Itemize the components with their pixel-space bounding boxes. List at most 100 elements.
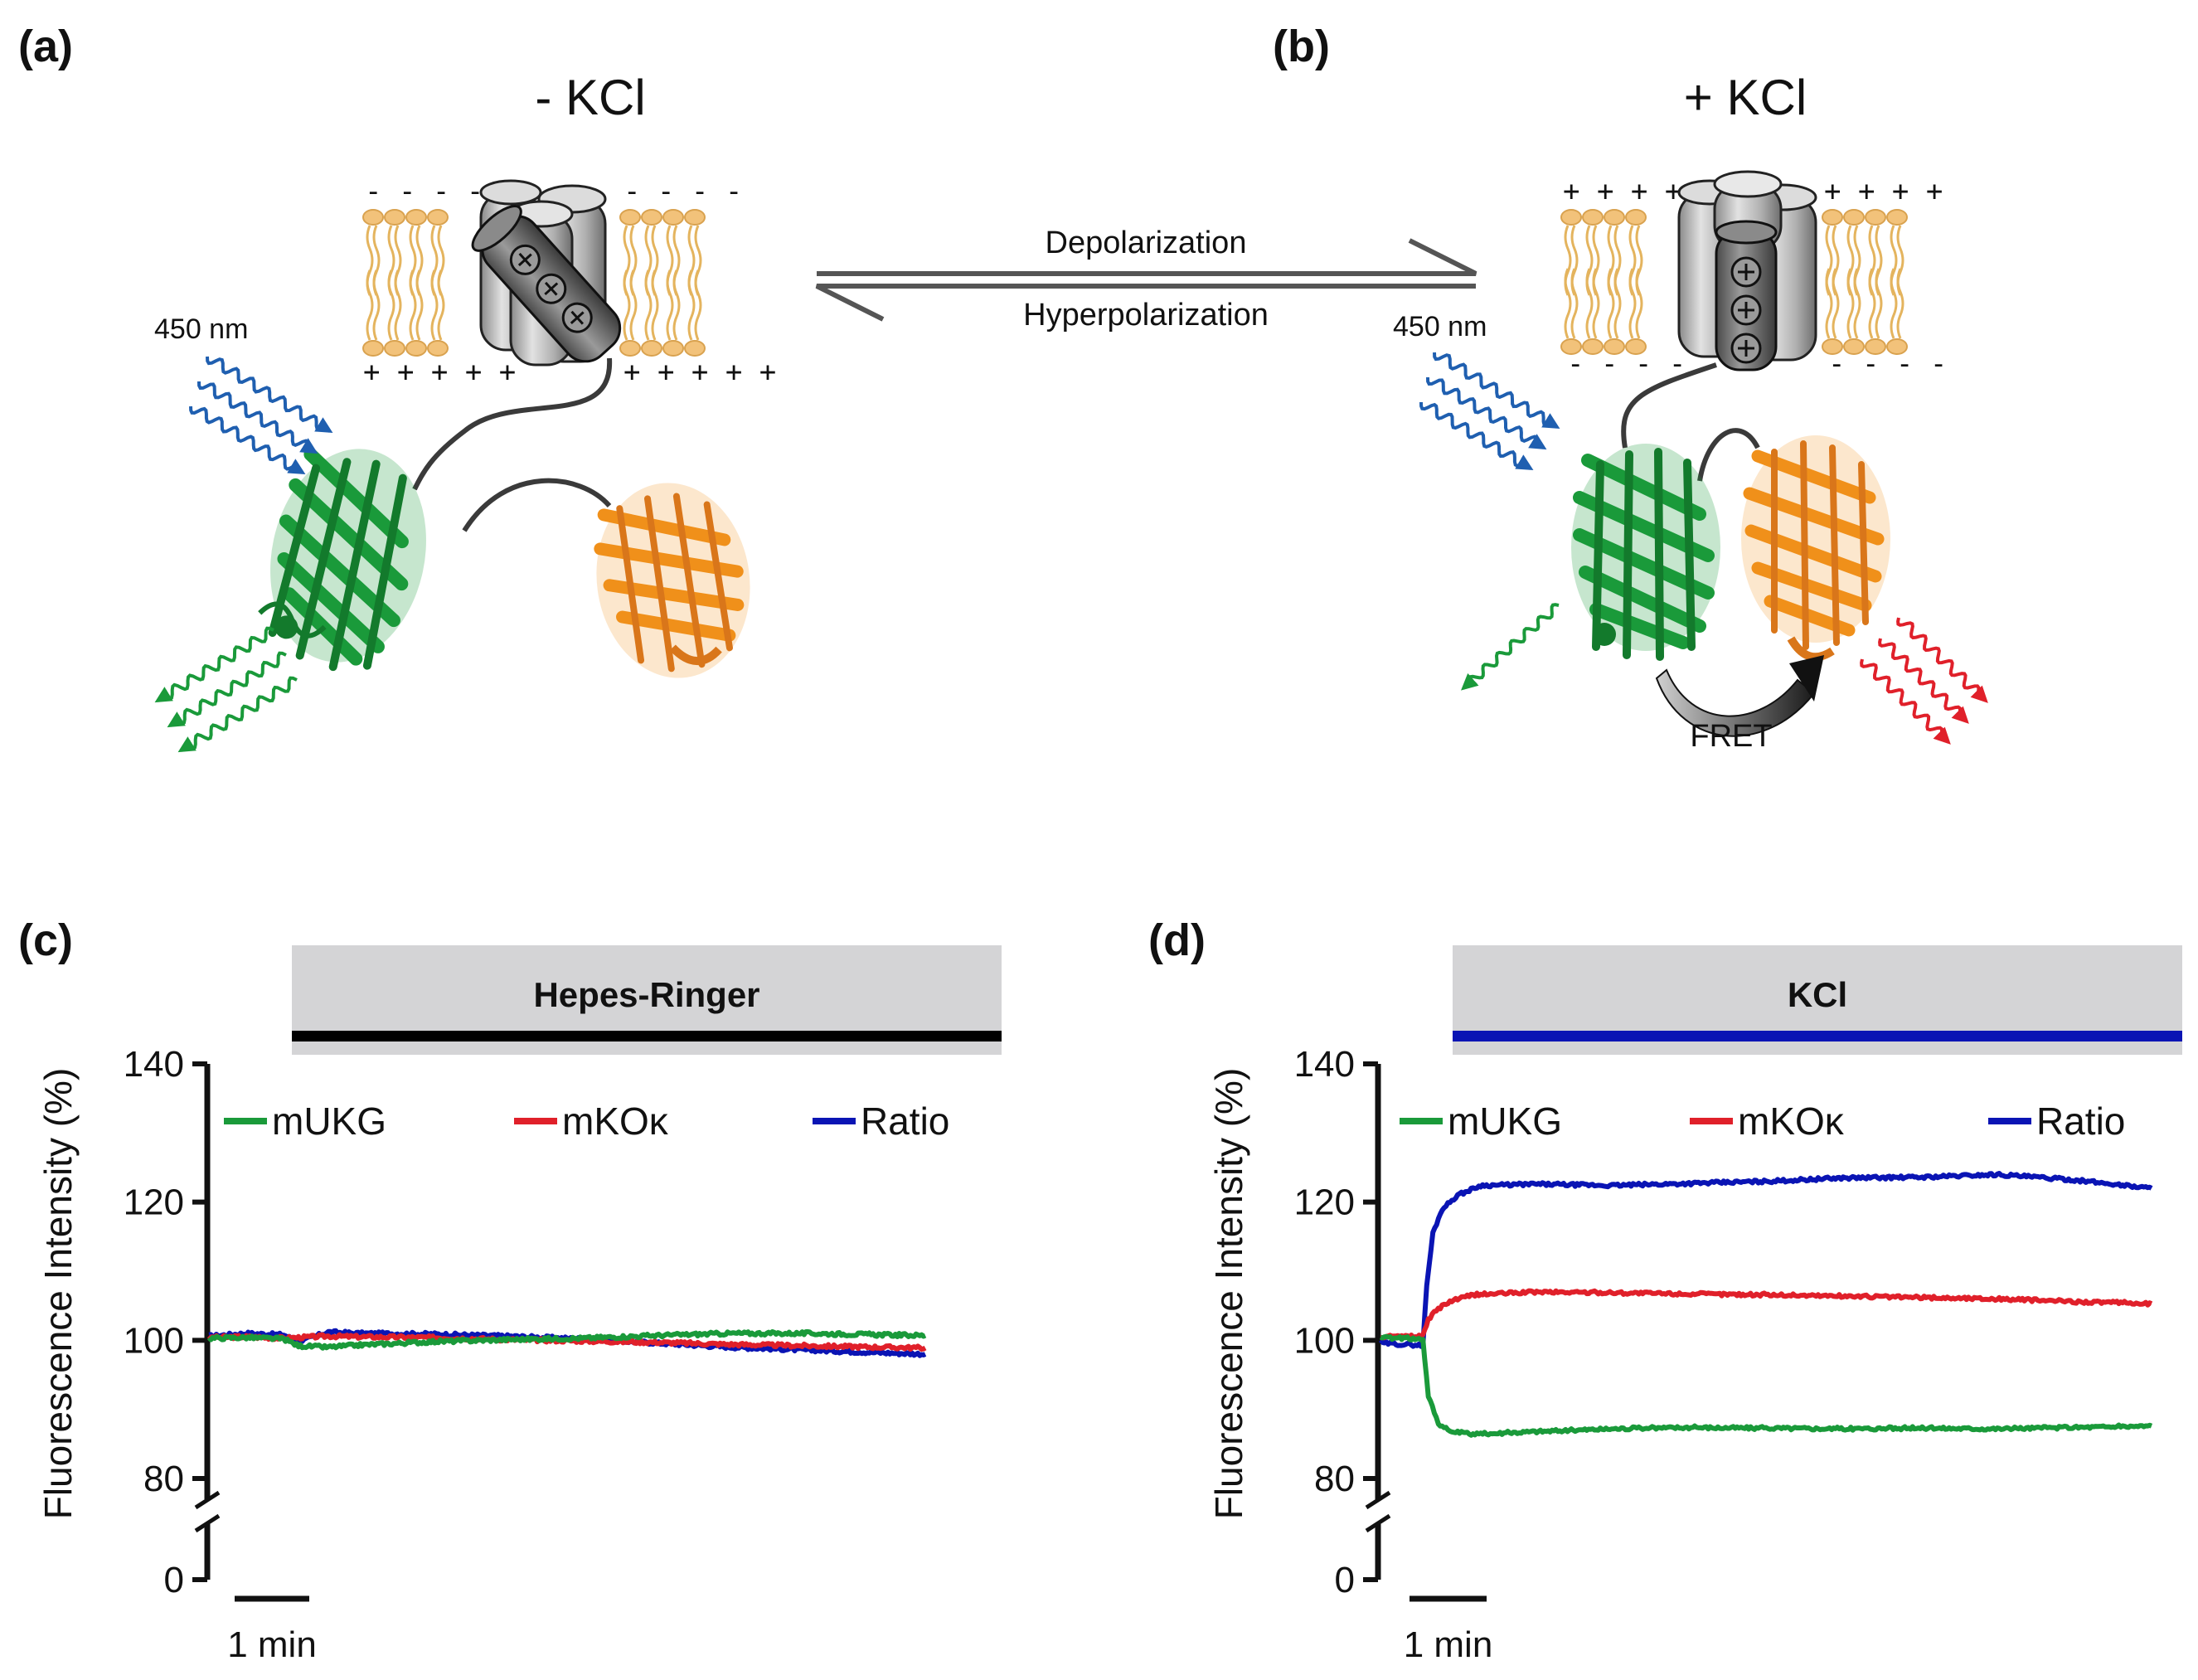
y-tick-label: 140 [1294,1044,1355,1085]
lipid-head [619,340,641,357]
scale-bar-label: 1 min [1404,1624,1493,1665]
lipid-head [1560,209,1582,226]
emission-wave [1896,617,1988,703]
emission-waves-red-b [1860,617,1988,745]
treatment-line [292,1031,1002,1042]
lipid-head [1843,338,1865,355]
positive-charge-icon [1730,333,1762,364]
y-tick-label: 120 [124,1182,184,1223]
excitation-wave [206,356,333,434]
lipid-head [1625,209,1647,226]
lipid-head [362,340,384,357]
voltage-sensor-a [471,179,622,367]
lipid-head [641,209,662,226]
legend-label: mUKG [272,1100,386,1143]
axis-break-icon [1365,1490,1391,1533]
lipid-head [1886,209,1908,226]
lipid-head [405,340,427,357]
emission-waves-green-a [154,626,298,753]
excitation-wavelength-b: 450 nm [1393,311,1487,342]
y-tick-label: 0 [164,1560,184,1600]
series-line [1379,1333,2153,1438]
emission-waves-green-b [1461,603,1560,691]
orange-fluorescent-protein-b [1741,435,1890,662]
lipid-head [619,209,641,226]
lipid-head [684,340,706,357]
lipid-head [384,340,405,357]
lipid-head [662,340,684,357]
excitation-waves-b [1419,352,1560,471]
lipid-head [362,209,384,226]
depolarization-label: Depolarization [1046,226,1247,260]
membrane-b-top-charges-left: + + + + [1563,175,1681,208]
lipid-head [1865,209,1886,226]
lipid-head [1582,209,1604,226]
lipid-bilayer-b [1560,209,1908,355]
membrane-b-bottom-charges-right: - - - - [1828,347,1947,381]
emission-wave [1461,603,1560,691]
series-line [1380,1288,2153,1341]
panel-b-condition: + KCl [1684,70,1807,125]
legend-label: Ratio [2036,1100,2125,1143]
depolarization-arrow [817,238,1477,276]
lipid-head [641,340,662,357]
lipid-head [1822,338,1843,355]
panel-d-label: (d) [1148,915,1206,965]
panel-c-label: (c) [18,915,73,965]
treatment-label: KCl [1788,975,1847,1014]
membrane-a-bottom-charges-left: + + + + + [363,356,516,389]
scale-bar-label: 1 min [227,1624,317,1665]
lipid-head [1865,338,1886,355]
legend-label: Ratio [861,1100,949,1143]
y-tick-label: 80 [143,1459,184,1499]
lipid-head [1604,209,1625,226]
lipid-head [1822,209,1843,226]
lipid-head [427,340,449,357]
positive-charge-icon [509,244,541,275]
panel-b: (b) + KCl + + + + + + + + - - - - - - - … [1273,22,1988,754]
orange-fluorescent-protein-a [594,483,750,678]
excitation-wave [189,405,306,475]
membrane-a-bottom-charges-right: + + + + + [623,356,776,389]
emission-wave [167,651,287,728]
lipid-head [1625,338,1647,355]
emission-wave [154,626,274,703]
emission-wave [1860,658,1951,745]
membrane-a-top-charges-right: - - - - [623,175,742,208]
treatment-line [1453,1031,2182,1042]
positive-charge-icon [561,302,593,333]
legend-label: mKOκ [1738,1100,1845,1143]
y-axis-label: Fluorescence Intensity (%) [36,1068,80,1520]
lipid-head [427,209,449,226]
positive-charge-icon [1730,294,1762,326]
lipid-head [384,209,405,226]
y-tick-label: 140 [124,1044,184,1085]
linker-b-1 [1621,362,1717,449]
positive-charge-icon [1730,256,1762,288]
series-line [1378,1171,2153,1349]
panel-a-label: (a) [18,22,73,71]
lipid-bilayer-a [362,209,706,357]
excitation-wave [1433,352,1560,430]
lipid-head [405,209,427,226]
excitation-wavelength-a: 450 nm [154,313,248,345]
axis-break-icon [194,1490,221,1533]
hyperpolarization-arrow [815,284,1476,322]
panel-a-condition: - KCl [535,70,645,125]
green-fluorescent-protein-b [1571,444,1720,661]
voltage-sensor-b [1677,170,1817,371]
lipid-head [684,209,706,226]
panel-a: (a) - KCl - - - - - - - - + + + + + + + … [18,22,776,753]
green-fluorescent-protein-a [258,447,426,672]
lipid-head [1843,209,1865,226]
legend-label: mKOκ [562,1100,669,1143]
linker-a-2 [462,478,612,532]
emission-wave [177,676,298,753]
lipid-head [662,209,684,226]
lipid-head [1886,338,1908,355]
positive-charge-icon [536,273,567,304]
